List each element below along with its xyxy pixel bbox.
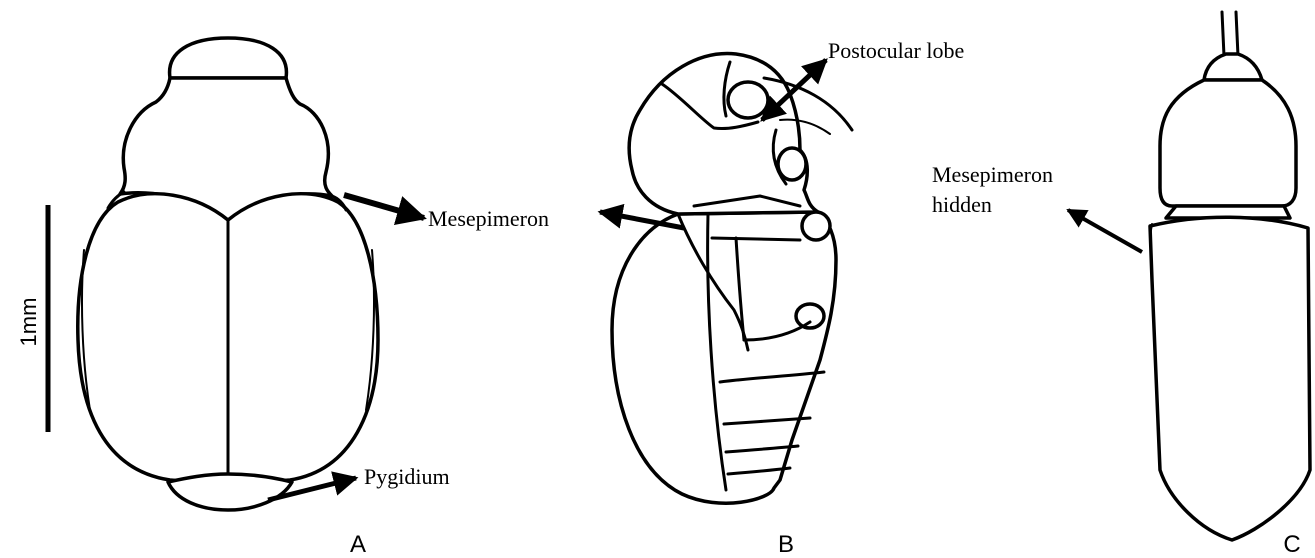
pronotum-b <box>629 54 818 214</box>
antenna-c-left <box>1222 12 1224 56</box>
specimen-a-dorsal <box>78 38 378 510</box>
postocular-lobe-label: Postocular lobe <box>828 38 964 63</box>
elytra-c <box>1150 217 1310 540</box>
eye-b <box>728 82 768 118</box>
pronotum-c <box>1160 80 1296 206</box>
pygidium-shape <box>168 474 292 510</box>
antenna-c-right <box>1236 12 1238 56</box>
mesepimeron-hidden-label-line1: Mesepimeron <box>932 162 1053 187</box>
scale-bar: 1mm <box>16 205 48 432</box>
head-c <box>1204 54 1262 80</box>
mesocoxa-b <box>802 212 830 240</box>
mesepimeron-hidden-label-line2: hidden <box>932 192 992 217</box>
mesepimeron-hidden-arrow <box>1068 210 1142 252</box>
head-a <box>170 38 287 78</box>
meso-metathorax-suture-b <box>712 238 800 240</box>
procoxa-b <box>778 148 806 180</box>
mesepimeron-label-a: Mesepimeron <box>428 206 549 231</box>
panel-label-a: A <box>350 531 366 558</box>
body-b <box>612 212 836 503</box>
mesepimeron-arrow-a <box>344 195 424 218</box>
panel-label-b: B <box>778 531 794 558</box>
specimen-c <box>1150 12 1310 540</box>
scale-bar-label: 1mm <box>16 298 41 347</box>
specimen-b-lateral <box>612 54 852 504</box>
metacoxa-b <box>796 304 824 328</box>
panel-label-c: C <box>1283 531 1300 558</box>
pygidium-label: Pygidium <box>364 464 450 489</box>
